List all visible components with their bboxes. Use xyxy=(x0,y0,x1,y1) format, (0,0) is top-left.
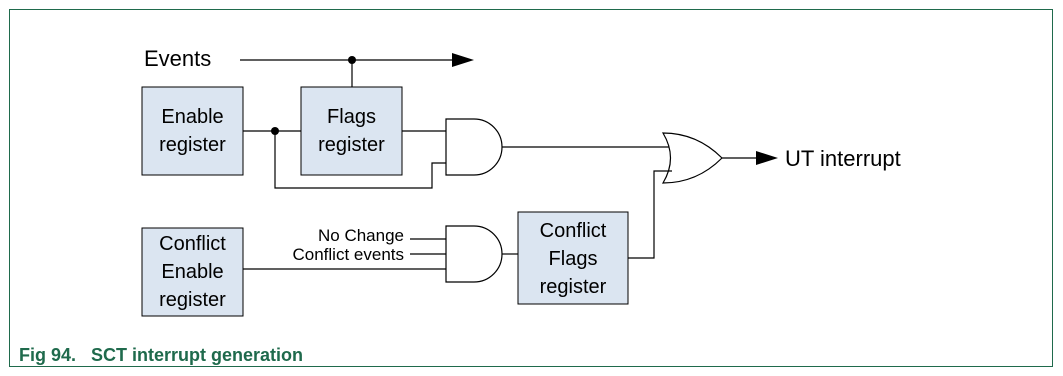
enable-register-line1: Enable xyxy=(161,106,223,128)
flags-register-line2: register xyxy=(318,134,385,156)
no-change-label: No Change xyxy=(318,226,404,245)
or-gate xyxy=(661,132,723,184)
conflict-flags-line1: Conflict xyxy=(540,220,607,242)
flags-register-box xyxy=(300,86,403,176)
conflict-flags-line3: register xyxy=(540,276,607,298)
conflict-events-label: Conflict events xyxy=(293,245,405,264)
output-arrowhead xyxy=(756,151,778,165)
and-gate-2 xyxy=(445,225,503,283)
events-label: Events xyxy=(144,46,211,71)
conflict-flags-line2: Flags xyxy=(549,248,598,270)
enable-to-and1-wire xyxy=(274,131,446,189)
and-gate-1 xyxy=(445,118,503,176)
conflict-enable-line2: Enable xyxy=(161,261,223,283)
conflict-enable-register-box xyxy=(141,227,244,317)
conflict-flags-register-box xyxy=(517,211,629,305)
figure-caption: Fig 94. SCT interrupt generation xyxy=(19,345,304,365)
enable-register-line2: register xyxy=(159,134,226,156)
flags-register-line1: Flags xyxy=(327,106,376,128)
events-arrowhead xyxy=(452,53,474,67)
enable-register-box xyxy=(141,86,244,176)
conflict-enable-line3: register xyxy=(159,289,226,311)
ut-interrupt-label: UT interrupt xyxy=(785,146,901,171)
conflict-enable-line1: Conflict xyxy=(159,233,226,255)
conflict-flags-to-or-wire xyxy=(628,170,672,259)
